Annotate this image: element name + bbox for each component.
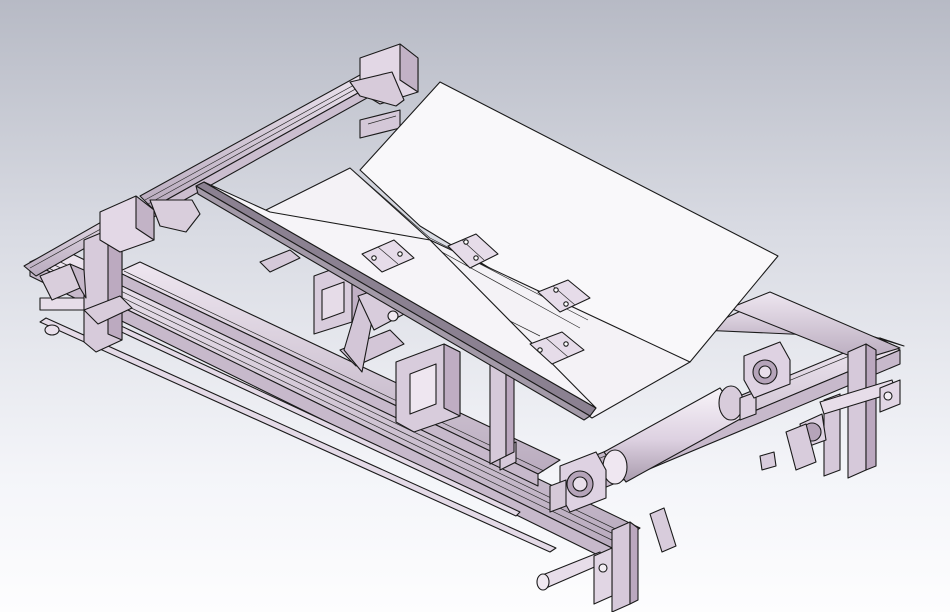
hinge-4 <box>529 331 585 365</box>
motor-mount <box>649 423 817 553</box>
hinge-1 <box>361 239 415 273</box>
tilted-panel <box>195 181 597 421</box>
hinge-3 <box>537 279 591 313</box>
center-support <box>259 249 515 465</box>
hinge-2 <box>447 233 499 269</box>
right-end-bolts <box>593 379 901 605</box>
drive-roller <box>602 385 757 485</box>
bearing-left <box>549 451 607 513</box>
back-rail <box>139 63 393 219</box>
left-end-mechanism <box>39 195 201 353</box>
top-bracket <box>349 43 419 139</box>
